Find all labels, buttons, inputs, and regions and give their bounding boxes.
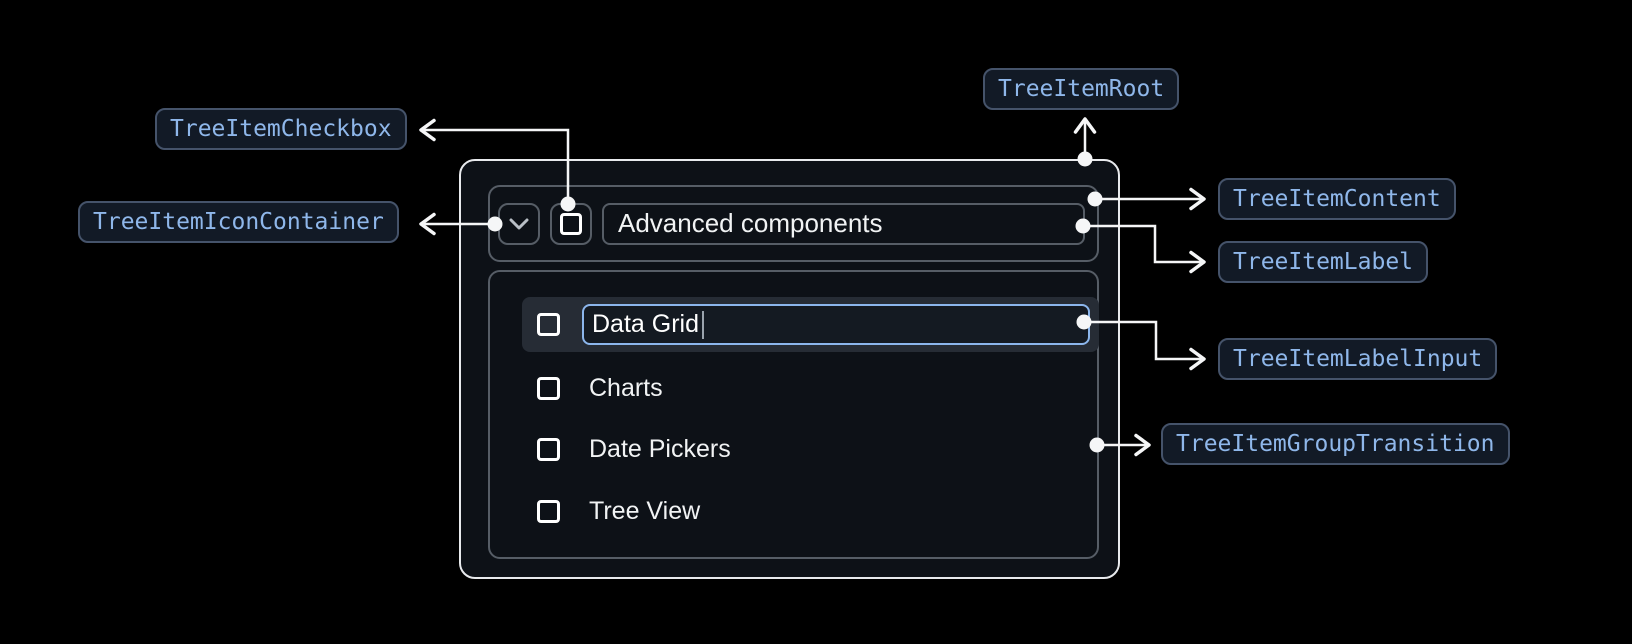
annotation-tree-item-label-input: TreeItemLabelInput — [1218, 338, 1498, 380]
arrowhead-up-icon — [1073, 117, 1097, 134]
tree-row[interactable]: Tree View — [537, 496, 701, 525]
tree-item-icon-container[interactable] — [498, 202, 540, 245]
arrowhead-left-icon — [419, 212, 436, 236]
tree-item-label-input[interactable]: Data Grid — [582, 304, 1090, 345]
arrowhead-right-icon — [1189, 347, 1206, 371]
arrowhead-right-icon — [1189, 250, 1206, 274]
checkbox-icon[interactable] — [537, 499, 560, 523]
annotation-label: TreeItemIconContainer — [93, 209, 384, 235]
tree-row[interactable]: Date Pickers — [537, 434, 731, 463]
checkbox-icon[interactable] — [537, 313, 560, 336]
arrowhead-right-icon — [1189, 187, 1206, 211]
checkbox-icon[interactable] — [537, 437, 560, 461]
annotation-tree-item-label: TreeItemLabel — [1218, 241, 1429, 283]
tree-row-label: Charts — [589, 373, 663, 402]
parent-label-text: Advanced components — [618, 208, 883, 238]
tree-row-label: Date Pickers — [589, 434, 731, 463]
annotation-tree-item-content: TreeItemContent — [1218, 178, 1456, 220]
annotation-label: TreeItemCheckbox — [170, 116, 392, 142]
annotation-tree-item-group-transition: TreeItemGroupTransition — [1161, 423, 1510, 465]
tree-item-label: Advanced components — [602, 202, 1085, 245]
tree-item-group-transition: Data Grid Charts Date Pickers Tree View — [488, 270, 1099, 559]
annotation-label: TreeItemContent — [1233, 186, 1441, 212]
annotation-tree-item-root: TreeItemRoot — [983, 68, 1180, 110]
tree-row-editing[interactable]: Data Grid — [522, 297, 1099, 352]
annotation-tree-item-icon-container: TreeItemIconContainer — [78, 201, 399, 243]
checkbox-icon[interactable] — [560, 212, 582, 235]
tree-row[interactable]: Charts — [537, 373, 663, 402]
tree-item-root: Advanced components Data Grid Charts Dat… — [459, 159, 1120, 579]
label-input-value: Data Grid — [592, 310, 699, 338]
annotation-label: TreeItemLabel — [1233, 249, 1414, 275]
chevron-down-icon — [509, 218, 529, 229]
text-caret — [701, 310, 704, 339]
annotation-tree-item-checkbox: TreeItemCheckbox — [155, 108, 407, 150]
checkbox-icon[interactable] — [537, 376, 560, 400]
annotation-label: TreeItemLabelInput — [1233, 346, 1483, 372]
tree-item-content[interactable]: Advanced components — [488, 185, 1099, 262]
annotation-label: TreeItemGroupTransition — [1176, 431, 1495, 457]
annotation-label: TreeItemRoot — [998, 76, 1165, 102]
tree-item-checkbox-container[interactable] — [550, 202, 592, 245]
arrowhead-left-icon — [419, 118, 436, 142]
arrowhead-right-icon — [1134, 433, 1151, 457]
tree-row-label: Tree View — [589, 496, 701, 525]
